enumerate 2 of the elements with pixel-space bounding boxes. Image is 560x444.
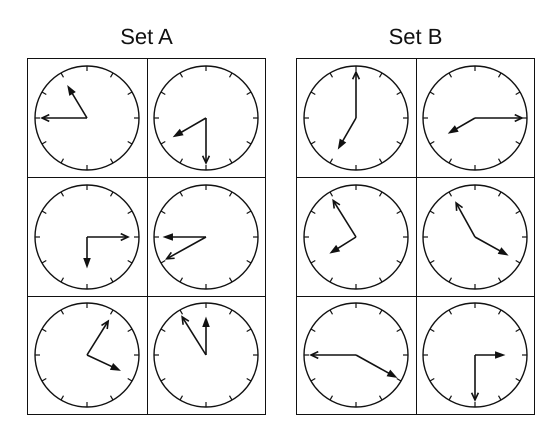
panel-heading: Set A bbox=[120, 25, 173, 49]
panel-heading: Set B bbox=[388, 25, 442, 49]
